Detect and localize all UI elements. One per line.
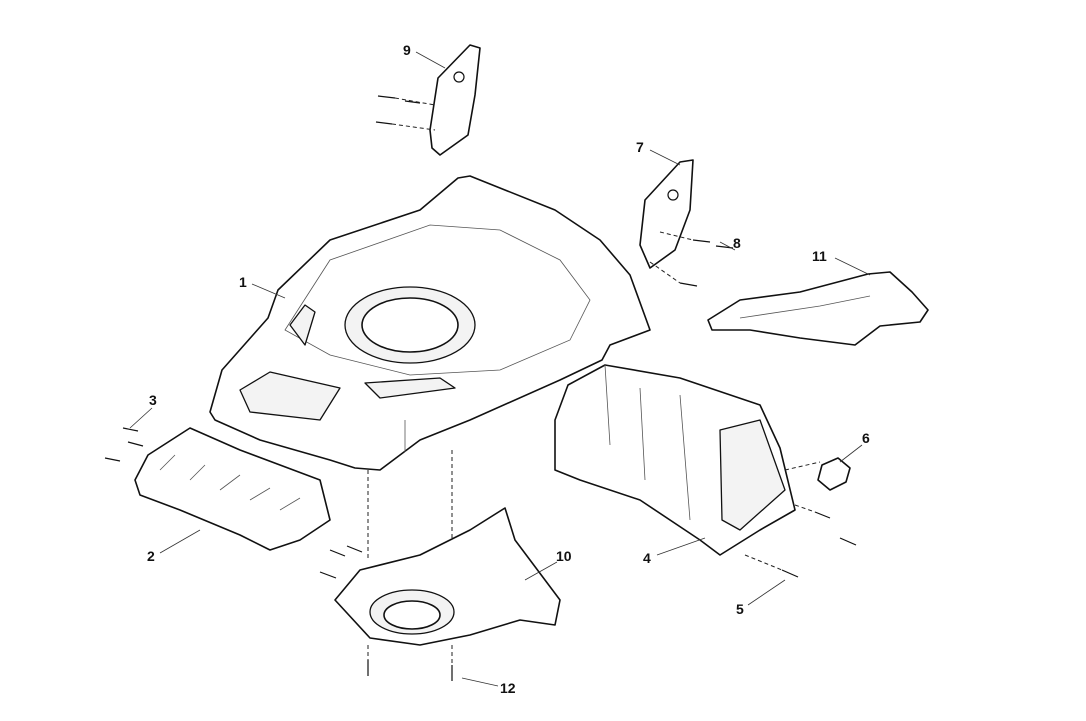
- callout-1: 1: [239, 274, 247, 290]
- callout-10: 10: [556, 548, 572, 564]
- callout-2: 2: [147, 548, 155, 564]
- part-10-blade-baffle[interactable]: [334, 450, 561, 646]
- callout-6: 6: [862, 430, 870, 446]
- callout-12: 12: [500, 680, 516, 696]
- callout-4: 4: [643, 550, 651, 566]
- callout-9: 9: [403, 42, 411, 58]
- callout-3: 3: [149, 392, 157, 408]
- part-5-screws[interactable]: [744, 504, 857, 578]
- part-6-clip[interactable]: [784, 457, 851, 491]
- part-12-screws[interactable]: [367, 645, 453, 681]
- part-11-deflector[interactable]: [707, 271, 929, 346]
- part-9-handle-bracket[interactable]: [375, 44, 481, 156]
- part-7-handle-bracket[interactable]: [639, 159, 734, 287]
- callout-11: 11: [812, 248, 827, 264]
- part-2-front-cover[interactable]: [104, 427, 363, 579]
- part-4-rear-chute[interactable]: [554, 364, 796, 556]
- callout-8: 8: [733, 235, 741, 251]
- callout-5: 5: [736, 601, 744, 617]
- part-1-mower-deck[interactable]: [209, 175, 651, 471]
- callout-7: 7: [636, 139, 644, 155]
